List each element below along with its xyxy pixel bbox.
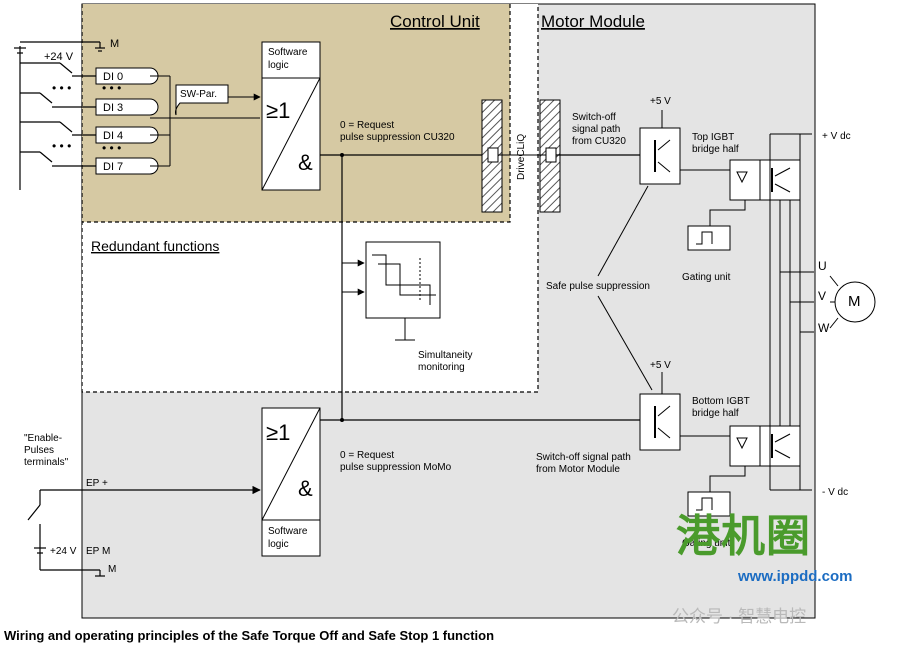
switch-off-cu-l1: Switch-off <box>572 112 616 123</box>
figure-caption: Wiring and operating principles of the S… <box>4 628 495 643</box>
motor-label: M <box>848 293 861 310</box>
top-supply <box>14 41 105 190</box>
phase-u: U <box>818 259 827 273</box>
bottom-or-symbol: ≥1 <box>266 420 290 445</box>
bottom-supply <box>27 490 105 577</box>
bottom-igbt-l2: bridge half <box>692 408 739 419</box>
top-logic-block <box>261 41 321 191</box>
top-software-logic-l2: logic <box>268 60 289 71</box>
control-unit-header: Control Unit <box>390 12 480 31</box>
switch-off-momo-l2: from Motor Module <box>536 464 620 475</box>
simultaneity-box <box>365 241 441 319</box>
request-cu-l2: pulse suppression CU320 <box>340 132 455 143</box>
bottom-gating-box <box>687 491 731 517</box>
ellipsis-2: • • • <box>52 139 71 153</box>
plus5v-bottom: +5 V <box>650 360 671 371</box>
enable-pulses-l1: "Enable- <box>24 433 62 444</box>
request-momo-l2: pulse suppression MoMo <box>340 462 452 473</box>
simultaneity-l1: Simultaneity <box>418 350 472 361</box>
bottom-and-symbol: & <box>298 476 313 501</box>
simultaneity-l2: monitoring <box>418 362 465 373</box>
switch-off-cu-l2: signal path <box>572 124 620 135</box>
top-and-symbol: & <box>298 150 313 175</box>
bottom-logic-block <box>261 407 321 557</box>
request-momo-l1: 0 = Request <box>340 450 394 461</box>
top-switch-block <box>639 127 681 185</box>
request-cu-l1: 0 = Request <box>340 120 394 131</box>
safe-pulse-label: Safe pulse suppression <box>546 281 650 292</box>
bottom-igbt-switch <box>759 425 801 467</box>
sw-par-label: SW-Par. <box>180 89 217 100</box>
top-software-logic-l1: Software <box>268 47 308 58</box>
switch-off-cu-l3: from CU320 <box>572 136 626 147</box>
sw-par-box <box>175 84 229 116</box>
brand-url: www.ippdd.com <box>738 568 853 585</box>
ep-m-label: EP M <box>86 546 110 557</box>
top-igbt-l2: bridge half <box>692 144 739 155</box>
top-gating-box <box>687 225 731 251</box>
bottom-igbt-l1: Bottom IGBT <box>692 396 750 407</box>
bottom-switch-block <box>639 393 681 451</box>
switch-off-momo-l1: Switch-off signal path <box>536 452 631 463</box>
bottom-igbt-opto <box>729 425 761 467</box>
supply-bottom-label: +24 V <box>50 546 77 557</box>
phase-v: V <box>818 289 826 303</box>
top-or-symbol: ≥1 <box>266 98 290 123</box>
top-igbt-l1: Top IGBT <box>692 132 734 143</box>
motor-module-header: Motor Module <box>541 12 645 31</box>
ground-bottom-label: M <box>108 564 116 575</box>
ground-top-label: M <box>110 38 119 50</box>
di-boxes <box>95 67 159 175</box>
bottom-software-logic-l2: logic <box>268 539 289 550</box>
ellipsis-1: • • • <box>52 81 71 95</box>
di-4-label: DI 4 <box>103 130 123 142</box>
phase-w: W <box>818 321 830 335</box>
redundant-functions-header: Redundant functions <box>91 238 219 254</box>
supply-top-label: +24 V <box>44 51 74 63</box>
top-igbt-switch <box>759 159 801 201</box>
di-0-label: DI 0 <box>103 71 123 83</box>
watermark-text: 公众号 · 智慧电控 <box>672 607 807 626</box>
ep-plus-label: EP + <box>86 478 108 489</box>
enable-pulses-l3: terminals" <box>24 457 69 468</box>
bottom-software-logic-l1: Software <box>268 526 308 537</box>
ellipsis-3: • • • <box>102 81 121 95</box>
di-switches <box>20 62 96 167</box>
di-7-label: DI 7 <box>103 161 123 173</box>
di-3-label: DI 3 <box>103 102 123 114</box>
enable-pulses-l2: Pulses <box>24 445 54 456</box>
brand-logo-text: 港机圈 <box>676 512 811 561</box>
gating-top-label: Gating unit <box>682 272 731 283</box>
vdc-minus-label: - V dc <box>822 487 848 498</box>
gating-bottom-label: Gating unit <box>682 538 731 549</box>
drivecliq-label: DriveCLiQ <box>516 134 527 180</box>
plus5v-top: +5 V <box>650 96 671 107</box>
ellipsis-4: • • • <box>102 141 121 155</box>
vdc-plus-label: + V dc <box>822 131 851 142</box>
top-igbt-opto <box>729 159 761 201</box>
